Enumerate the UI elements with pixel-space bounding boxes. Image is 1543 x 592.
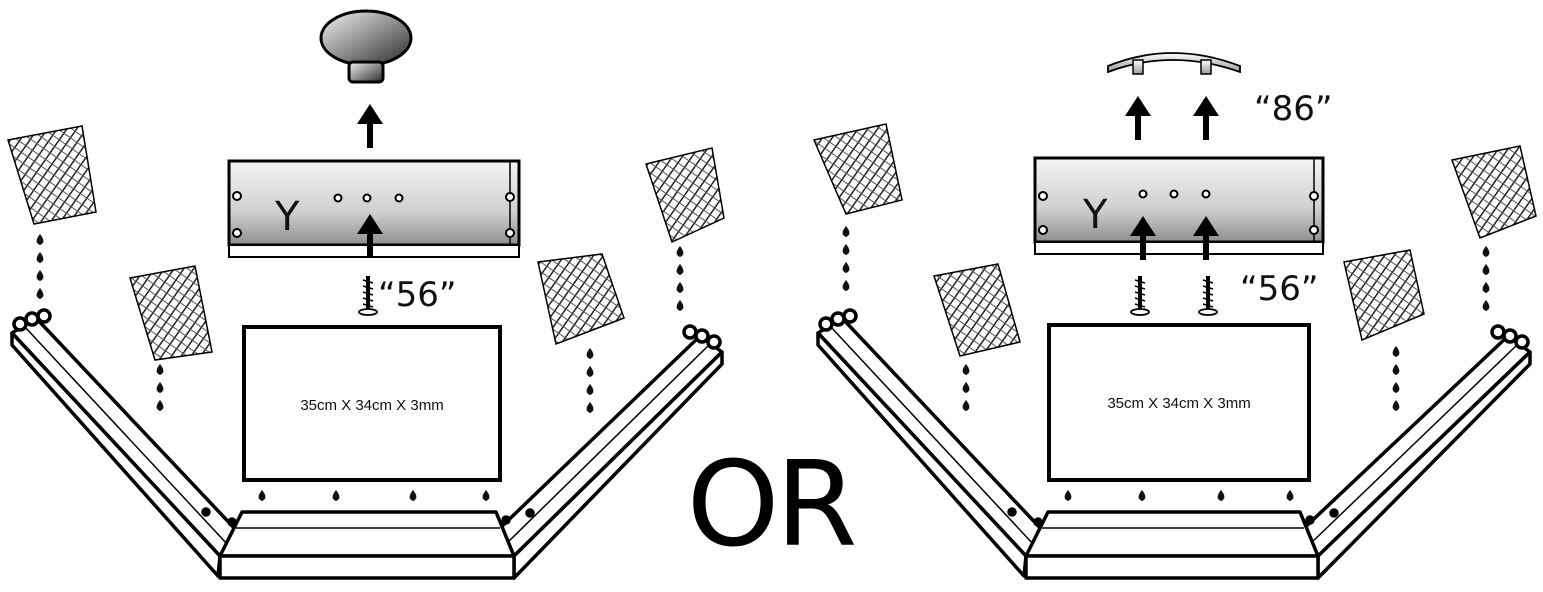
panel-size-label: 35cm X 34cm X 3mm: [1107, 395, 1250, 412]
right-assembly: “86” Y “56” 35cm X 34cm X 3mm: [814, 53, 1536, 578]
felt-pad-icon: [934, 264, 1020, 356]
screw-icon: [1131, 276, 1149, 315]
part-label-y: Y: [1082, 192, 1108, 238]
felt-pad-icon: [538, 254, 624, 344]
bar-handle-icon: [1108, 53, 1240, 74]
or-separator: OR: [687, 435, 855, 573]
arrow-up-icon: [1193, 96, 1219, 140]
arrow-up-icon: [357, 104, 383, 148]
round-knob-icon: [321, 11, 411, 82]
felt-pad-icon: [1452, 146, 1536, 238]
screw-code-label: “56”: [1240, 269, 1319, 309]
arrow-up-icon: [1125, 96, 1151, 140]
glue-drop-icon: [410, 490, 417, 501]
screw-code-label: “56”: [378, 275, 457, 315]
glue-drop-icon: [1139, 490, 1146, 501]
felt-pad-icon: [130, 266, 212, 360]
drawer-front-rail: Y: [229, 161, 519, 257]
glue-drop-icon: [483, 490, 490, 501]
left-assembly: Y “56” 35cm X 34cm X 3mm: [8, 11, 724, 578]
glue-drop-icon: [333, 490, 340, 501]
drawer-front-rail: Y: [1035, 158, 1323, 254]
glue-drop-icon: [1218, 490, 1225, 501]
felt-pad-icon: [646, 148, 724, 242]
glue-drop-icon: [259, 490, 266, 501]
glue-drop-icon: [1065, 490, 1072, 501]
felt-pad-icon: [8, 126, 96, 224]
felt-pad-icon: [1344, 250, 1424, 340]
glue-drop-icon: [1287, 490, 1294, 501]
handle-code-label: “86”: [1254, 89, 1333, 129]
screw-icon: [1199, 276, 1217, 315]
part-label-y: Y: [274, 194, 300, 240]
panel-size-label: 35cm X 34cm X 3mm: [300, 397, 443, 414]
screw-icon: [359, 276, 377, 315]
felt-pad-icon: [814, 124, 902, 214]
